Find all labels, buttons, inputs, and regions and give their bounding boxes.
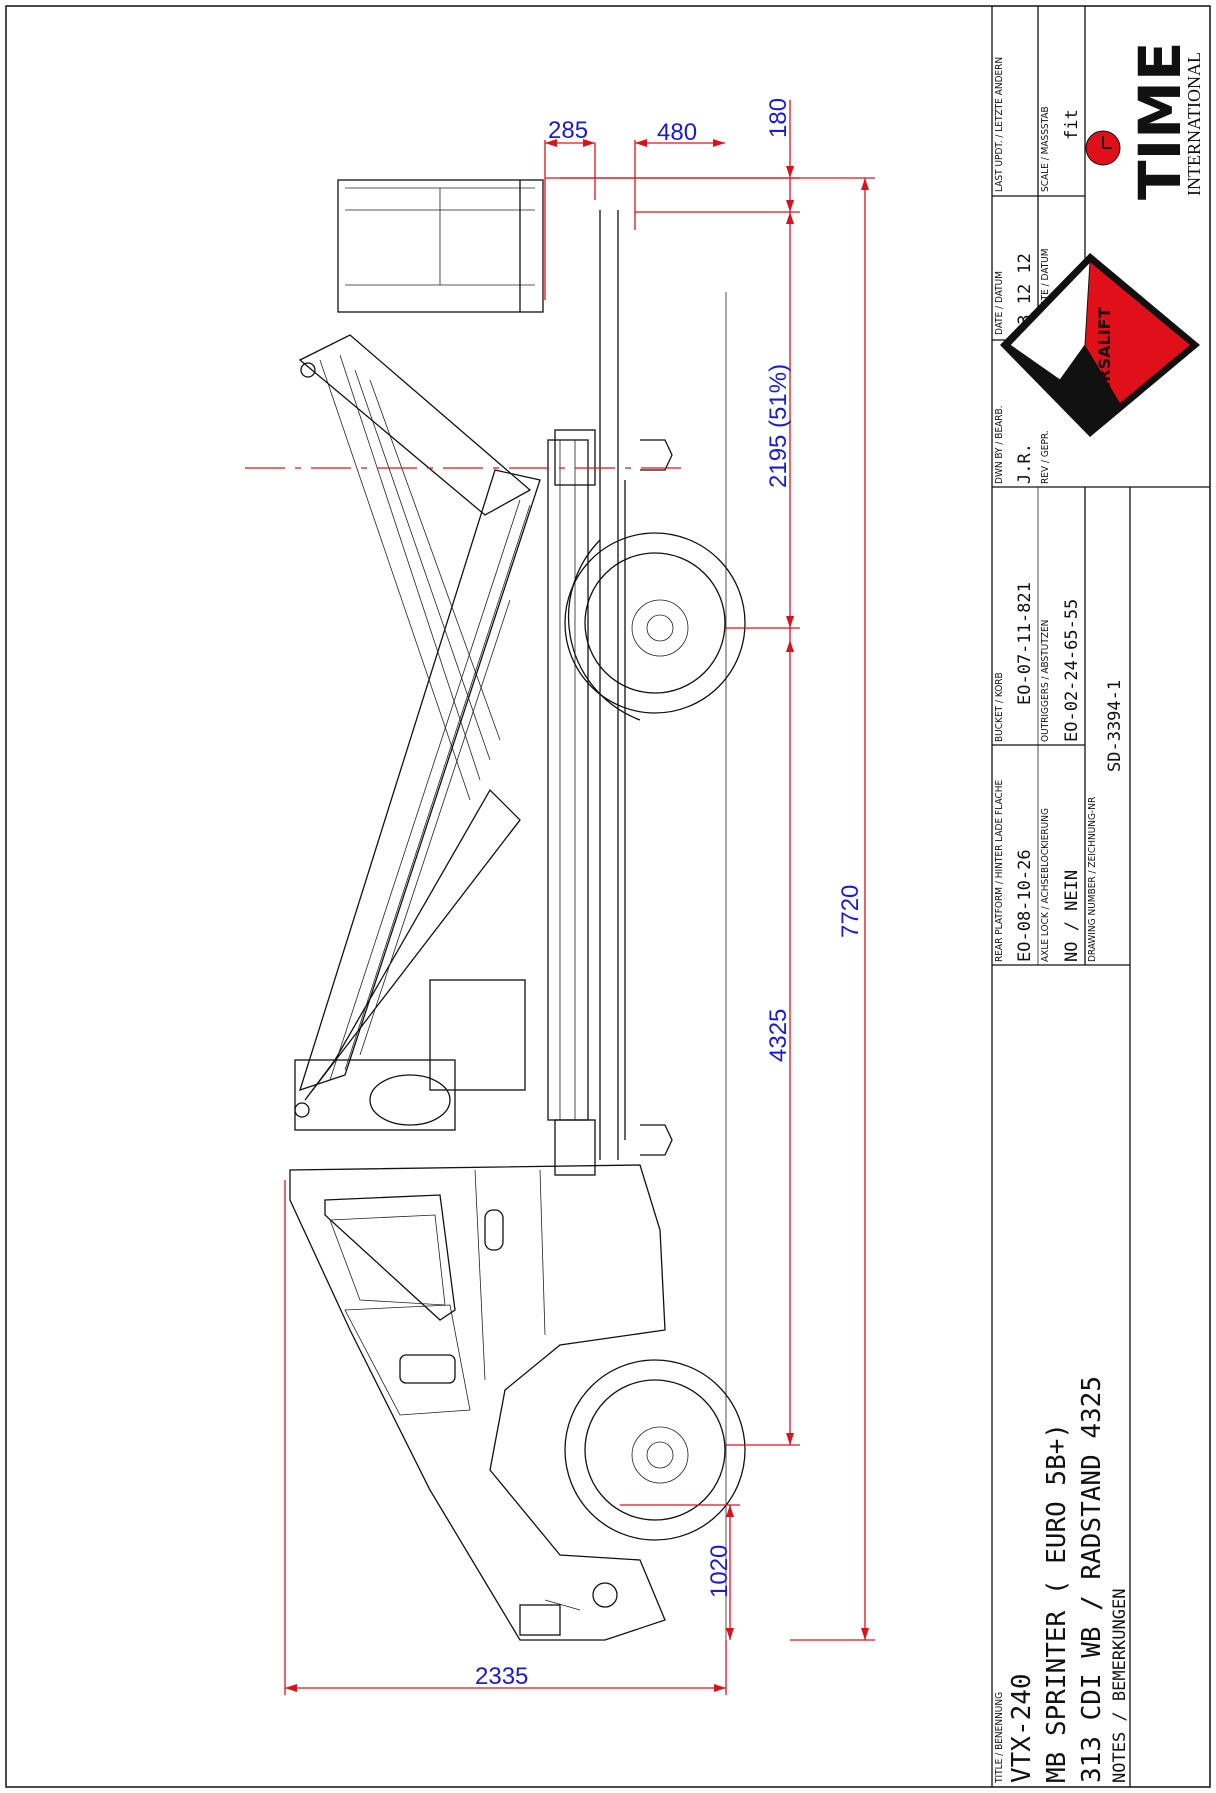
- dim-180: 180: [765, 98, 792, 138]
- dimension-lines: [284, 100, 875, 1695]
- outriggers-value: EO-02-24-65-55: [1062, 599, 1082, 742]
- title-line-3: 313 CDI WB / RADSTAND 4325: [1077, 1376, 1107, 1783]
- dim-4325: 4325: [765, 1009, 792, 1062]
- date-label: DATE / DATUM: [994, 271, 1005, 335]
- rear-platform-label: REAR PLATFORM / HINTER LADE FLACHE: [994, 780, 1005, 962]
- drawing-frame: [5, 5, 1211, 1788]
- dim-7720: 7720: [837, 885, 864, 938]
- versalift-logo: VERSALIFT: [1000, 253, 1200, 437]
- drawing-number-label: DRAWING NUMBER / ZEICHNUNG-NR: [1087, 797, 1098, 962]
- bucket-value: EO-07-11-821: [1015, 582, 1035, 705]
- dim-1020: 1020: [706, 1545, 733, 1598]
- bucket-label: BUCKET / KORB: [994, 672, 1005, 742]
- rear-platform-value: EO-08-10-26: [1015, 849, 1035, 962]
- dimension-labels: 285 480 180 2195 (51%) 7720 4325 1020 23…: [475, 98, 864, 1690]
- dim-2335: 2335: [475, 1663, 528, 1690]
- title-line-2: MB SPRINTER ( EURO 5B+): [1042, 1423, 1072, 1783]
- dim-480: 480: [657, 119, 697, 146]
- versalift-logo-text: VERSALIFT: [1095, 307, 1114, 405]
- title-block-labels: TITLE / BENENNUNG VTX-240 MB SPRINTER ( …: [994, 57, 1130, 1784]
- dim-285: 285: [548, 117, 588, 144]
- rev-date-label: REV. DATE / DATUM: [1040, 248, 1051, 335]
- axle-lock-label: AXLE LOCK / ACHSEBLOCKIERUNG: [1040, 808, 1051, 962]
- dim-2195: 2195 (51%): [765, 364, 792, 488]
- title-line-1: VTX-240: [1007, 1673, 1037, 1783]
- drawing-number-value: SD-3394-1: [1105, 680, 1125, 772]
- vehicle-illustration: [289, 179, 746, 1641]
- title-label: TITLE / BENENNUNG: [994, 1692, 1005, 1784]
- time-logo-text: TIME: [1126, 42, 1194, 200]
- notes-label: NOTES / BEMERKUNGEN: [1110, 1589, 1130, 1783]
- time-international-logo: TIME INTERNATIONAL: [1085, 42, 1204, 200]
- last-update-label: LAST UPDT. / LETZTE ANDERN: [994, 57, 1005, 192]
- rev-by-label: REV / GEPR.: [1040, 430, 1051, 484]
- outriggers-label: OUTRIGGERS / ABSTUTZEN: [1040, 620, 1051, 742]
- drawn-by-label: DWN BY / BEARB.: [994, 405, 1005, 484]
- scale-value: fit: [1062, 109, 1082, 140]
- axle-lock-value: NO / NEIN: [1062, 870, 1082, 962]
- international-logo-text: INTERNATIONAL: [1184, 52, 1204, 196]
- scale-label: SCALE / MASSSTAB: [1040, 106, 1051, 192]
- drawn-by-value: J.R.: [1015, 443, 1035, 484]
